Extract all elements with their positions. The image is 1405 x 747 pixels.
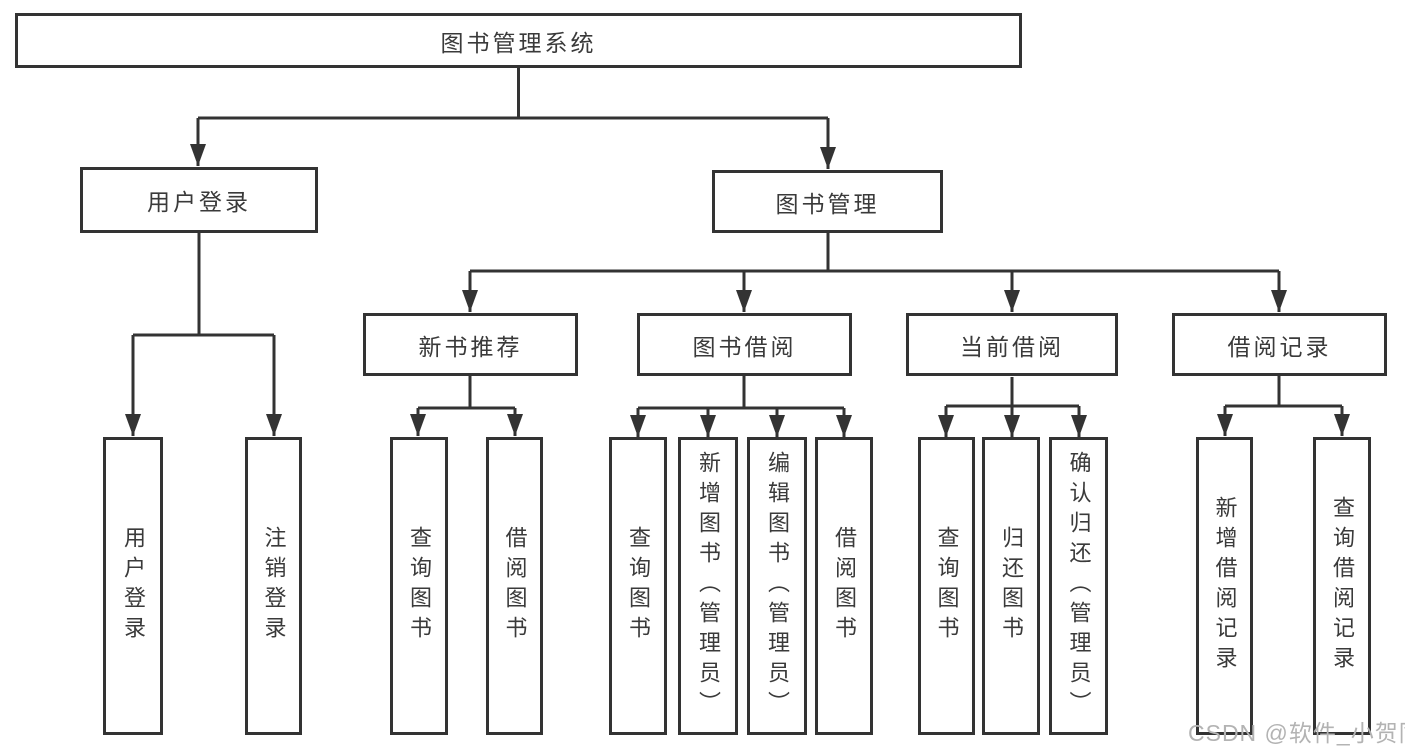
leaf-query-books-current: 查询图书 — [918, 437, 975, 735]
node-root-system: 图书管理系统 — [15, 13, 1022, 68]
leaf-add-borrow-record: 新增借阅记录 — [1196, 437, 1253, 735]
leaf-confirm-return-admin: 确认归还（管理员） — [1049, 437, 1108, 735]
node-book-management: 图书管理 — [712, 170, 943, 233]
leaf-edit-books-admin: 编辑图书（管理员） — [747, 437, 807, 735]
leaf-add-books-admin: 新增图书（管理员） — [678, 437, 738, 735]
leaf-query-books-recommend: 查询图书 — [390, 437, 448, 735]
node-user-login: 用户登录 — [80, 167, 318, 233]
leaf-query-books-borrow: 查询图书 — [609, 437, 667, 735]
node-borrow-record: 借阅记录 — [1172, 313, 1387, 376]
leaf-query-borrow-record: 查询借阅记录 — [1313, 437, 1371, 735]
node-book-borrow: 图书借阅 — [637, 313, 852, 376]
node-current-borrow: 当前借阅 — [906, 313, 1118, 376]
leaf-user-login: 用户登录 — [103, 437, 163, 735]
leaf-borrow-books-recommend: 借阅图书 — [486, 437, 543, 735]
leaf-logout: 注销登录 — [245, 437, 302, 735]
leaf-return-books: 归还图书 — [982, 437, 1040, 735]
csdn-watermark: CSDN @软件_小贺同学 — [1188, 720, 1405, 746]
leaf-borrow-books: 借阅图书 — [815, 437, 873, 735]
node-new-book-recommend: 新书推荐 — [363, 313, 578, 376]
